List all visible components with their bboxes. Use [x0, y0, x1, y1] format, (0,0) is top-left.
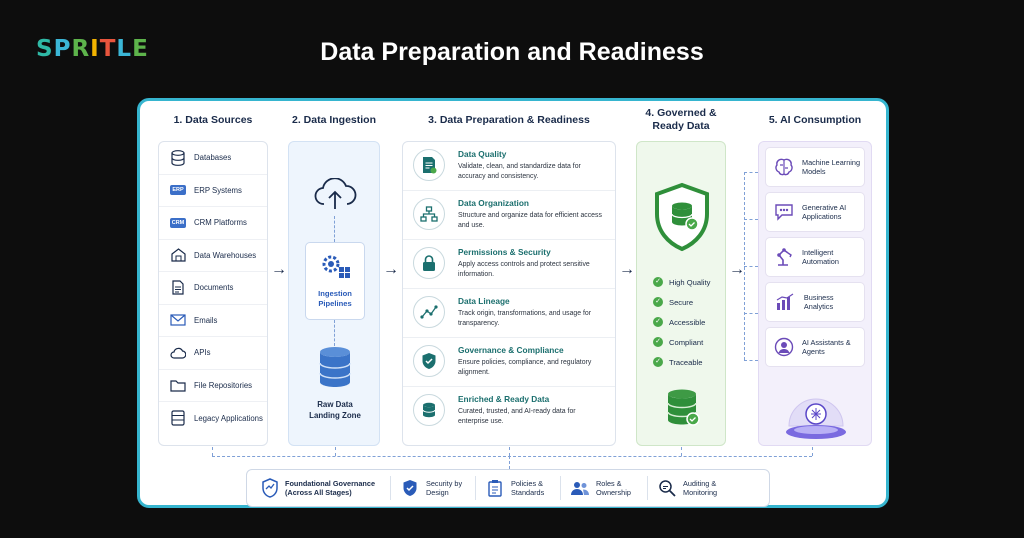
source-item: Emails — [159, 305, 267, 337]
column-header-governed: 4. Governed & Ready Data — [645, 107, 717, 132]
audit-search-icon — [657, 478, 677, 498]
page-title: Data Preparation and Readiness — [320, 38, 704, 66]
clipboard-icon — [485, 478, 505, 498]
shield-check-icon — [413, 345, 445, 377]
connector-line — [334, 216, 335, 242]
chat-icon — [774, 201, 794, 223]
users-icon — [570, 478, 590, 498]
landing-database-icon — [317, 346, 353, 393]
source-item: Data Warehouses — [159, 240, 267, 272]
shield-database-icon — [652, 182, 712, 257]
governance-item: Roles & Ownership — [570, 478, 638, 498]
ingestion-pipelines-card: Ingestion Pipelines — [305, 242, 365, 320]
crm-icon: CRM — [169, 217, 187, 228]
email-icon — [170, 312, 186, 328]
brain-icon — [774, 156, 794, 178]
column-header-consumption: 5. AI Consumption — [768, 114, 862, 126]
hierarchy-icon — [413, 198, 445, 230]
check-item: ✓Accessible — [637, 312, 727, 332]
consumer-item: Business Analytics — [765, 282, 865, 322]
erp-icon: ERP — [170, 185, 186, 196]
arrow-right-icon: → — [271, 261, 287, 278]
gear-pipeline-icon — [306, 251, 364, 286]
arrow-right-icon: → — [729, 261, 745, 278]
column-header-sources: 1. Data Sources — [173, 114, 253, 126]
data-ingestion-panel: Ingestion Pipelines Raw Data Landing Zon… — [288, 141, 380, 446]
connector-line — [334, 320, 335, 346]
warehouse-icon — [170, 247, 186, 263]
governance-item: Auditing & Monitoring — [657, 478, 731, 498]
governed-data-panel: ✓High Quality ✓Secure ✓Accessible ✓Compl… — [636, 141, 726, 446]
governance-main: Foundational Governance (Across All Stag… — [261, 478, 381, 498]
database-icon — [170, 149, 186, 166]
check-item: ✓Compliant — [637, 332, 727, 352]
cloud-upload-icon — [313, 177, 357, 217]
governance-item: Security by Design — [400, 478, 466, 498]
check-icon: ✓ — [653, 337, 663, 347]
column-header-ingestion: 2. Data Ingestion — [291, 114, 376, 126]
consumer-item: Generative AI Applications — [765, 192, 865, 232]
source-item: Databases — [159, 142, 267, 175]
ai-brain-hologram-icon — [781, 382, 851, 449]
spritle-logo: SPRITLE — [36, 36, 149, 62]
api-icon — [170, 345, 186, 361]
source-item: Documents — [159, 272, 267, 305]
source-item: CRM CRM Platforms — [159, 207, 267, 240]
check-icon: ✓ — [653, 357, 663, 367]
source-item: ERP ERP Systems — [159, 175, 267, 207]
governance-item: Policies & Standards — [485, 478, 551, 498]
diagram-board: 1. Data Sources 2. Data Ingestion 3. Dat… — [137, 98, 889, 508]
consumer-item: AI Assistants & Agents — [765, 327, 865, 367]
document-icon — [170, 280, 186, 296]
source-item: File Repositories — [159, 370, 267, 402]
check-icon: ✓ — [653, 277, 663, 287]
arrow-right-icon: → — [383, 261, 399, 278]
server-icon — [170, 410, 186, 426]
consumer-item: Intelligent Automation — [765, 237, 865, 277]
bar-chart-icon — [774, 291, 796, 313]
quality-check-icon — [413, 149, 445, 181]
consumer-item: Machine Learning Models — [765, 147, 865, 187]
governance-bar: Foundational Governance (Across All Stag… — [246, 469, 770, 507]
lock-icon — [413, 247, 445, 279]
arrow-right-icon: → — [619, 261, 635, 278]
check-item: ✓Secure — [637, 292, 727, 312]
folder-icon — [170, 377, 186, 393]
lineage-icon — [413, 296, 445, 328]
assistant-icon — [774, 336, 794, 358]
check-item: ✓Traceable — [637, 352, 727, 372]
source-item: Legacy Applications — [159, 402, 267, 435]
database-icon — [413, 394, 445, 426]
data-sources-panel: Databases ERP ERP Systems CRM CRM Platfo… — [158, 141, 268, 446]
governance-shield-icon — [261, 478, 279, 498]
source-item: APIs — [159, 337, 267, 370]
feedback-line — [212, 456, 812, 457]
governed-checklist: ✓High Quality ✓Secure ✓Accessible ✓Compl… — [637, 272, 727, 372]
check-icon: ✓ — [653, 297, 663, 307]
ai-consumption-panel: Machine Learning Models Generative AI Ap… — [758, 141, 872, 446]
check-item: ✓High Quality — [637, 272, 727, 292]
column-header-preparation: 3. Data Preparation & Readiness — [428, 114, 590, 126]
robot-arm-icon — [774, 246, 794, 268]
check-icon: ✓ — [653, 317, 663, 327]
database-check-icon — [665, 388, 701, 433]
security-shield-icon — [400, 478, 420, 498]
